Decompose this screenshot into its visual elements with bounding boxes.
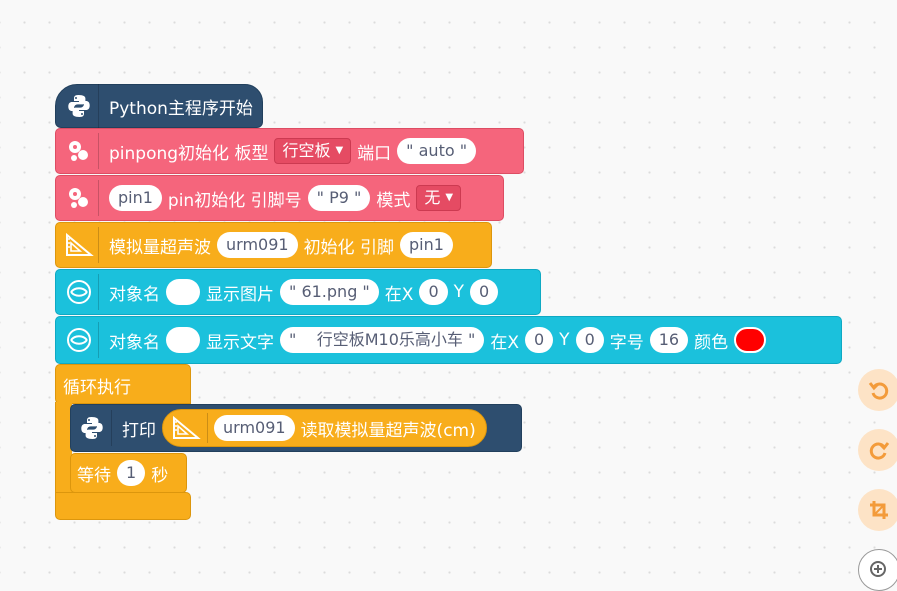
mode-dropdown-value: 无 [424, 188, 441, 207]
image-file-input[interactable]: " 61.png " [280, 279, 379, 305]
print-block[interactable]: 打印 urm091 读取模拟量超声波(cm) [70, 404, 522, 452]
ruler-triangle-icon [60, 227, 99, 263]
color-label: 颜色 [694, 332, 729, 353]
wait-label: 等待 [77, 465, 111, 486]
y-label: Y [559, 330, 570, 350]
board-dropdown-value: 行空板 [282, 141, 331, 160]
pinpong-icon [60, 133, 99, 169]
x-input[interactable]: 0 [419, 279, 448, 305]
x-input[interactable]: 0 [524, 327, 554, 353]
show-text-block[interactable]: 对象名 显示文字 " 行空板M10乐高小车 " 在X 0 Y 0 字号 16 颜… [55, 316, 842, 364]
display-icon [60, 274, 99, 310]
show-image-label: 显示图片 [206, 284, 274, 305]
init-pin-input[interactable]: pin1 [399, 232, 453, 258]
sensor-name-input[interactable]: urm091 [217, 232, 298, 258]
pin-init-block[interactable]: pin1 pin初始化 引脚号 " P9 " 模式 无 ▼ [55, 175, 504, 221]
port-label: 端口 [357, 143, 392, 164]
wait-seconds-input[interactable]: 1 [117, 460, 146, 486]
redo-icon[interactable] [858, 429, 897, 471]
wait-block[interactable]: 等待 1 秒 [70, 453, 187, 493]
x-label: 在X [384, 284, 414, 305]
text-content-input[interactable]: " 行空板M10乐高小车 " [280, 327, 485, 353]
board-dropdown[interactable]: 行空板 ▼ [274, 138, 352, 164]
y-label: Y [453, 282, 465, 302]
show-text-label: 显示文字 [206, 332, 274, 353]
ultrasonic-init-block[interactable]: 模拟量超声波 urm091 初始化 引脚 pin1 [55, 222, 492, 268]
python-main-block[interactable]: Python主程序开始 [55, 84, 263, 128]
pinpong-init-label: pinpong初始化 板型 [109, 143, 269, 164]
read-ultrasonic-label: 读取模拟量超声波(cm) [300, 420, 476, 441]
ruler-triangle-icon [171, 413, 208, 443]
object-name-input[interactable] [166, 327, 200, 353]
loop-label: 循环执行 [63, 378, 131, 398]
sensor-name-input[interactable]: urm091 [214, 415, 295, 441]
zoom-in-icon[interactable] [858, 549, 897, 591]
pin-init-label: pin初始化 引脚号 [167, 190, 302, 211]
object-name-label: 对象名 [109, 332, 160, 353]
chevron-down-icon: ▼ [445, 192, 454, 203]
color-picker[interactable] [734, 327, 767, 353]
mode-dropdown[interactable]: 无 ▼ [416, 185, 462, 211]
wait-unit-label: 秒 [151, 465, 169, 486]
display-icon [60, 322, 99, 358]
object-name-label: 对象名 [109, 284, 160, 305]
pin-variable-input[interactable]: pin1 [109, 185, 162, 211]
python-icon [60, 84, 99, 128]
y-input[interactable]: 0 [575, 327, 604, 353]
crop-icon[interactable] [858, 489, 897, 531]
main-program-label: Python主程序开始 [109, 98, 253, 119]
x-label: 在X [490, 332, 519, 353]
undo-icon[interactable] [858, 369, 897, 411]
pin-number-input[interactable]: " P9 " [307, 185, 371, 211]
pinpong-init-block[interactable]: pinpong初始化 板型 行空板 ▼ 端口 " auto " [55, 128, 524, 174]
port-input[interactable]: " auto " [397, 138, 477, 164]
loop-block[interactable]: 循环执行 [55, 364, 191, 520]
chevron-down-icon: ▼ [335, 145, 344, 156]
print-label: 打印 [122, 420, 156, 441]
pinpong-icon [60, 180, 99, 216]
object-name-input[interactable] [166, 279, 200, 305]
ultrasonic-read-reporter[interactable]: urm091 读取模拟量超声波(cm) [162, 409, 487, 447]
init-pin-label: 初始化 引脚 [303, 237, 394, 258]
mode-label: 模式 [376, 190, 411, 211]
python-icon [73, 410, 112, 446]
show-image-block[interactable]: 对象名 显示图片 " 61.png " 在X 0 Y 0 [55, 269, 541, 315]
font-size-input[interactable]: 16 [649, 327, 689, 353]
font-size-label: 字号 [609, 332, 644, 353]
ultrasonic-label: 模拟量超声波 [109, 237, 211, 258]
y-input[interactable]: 0 [470, 279, 499, 305]
